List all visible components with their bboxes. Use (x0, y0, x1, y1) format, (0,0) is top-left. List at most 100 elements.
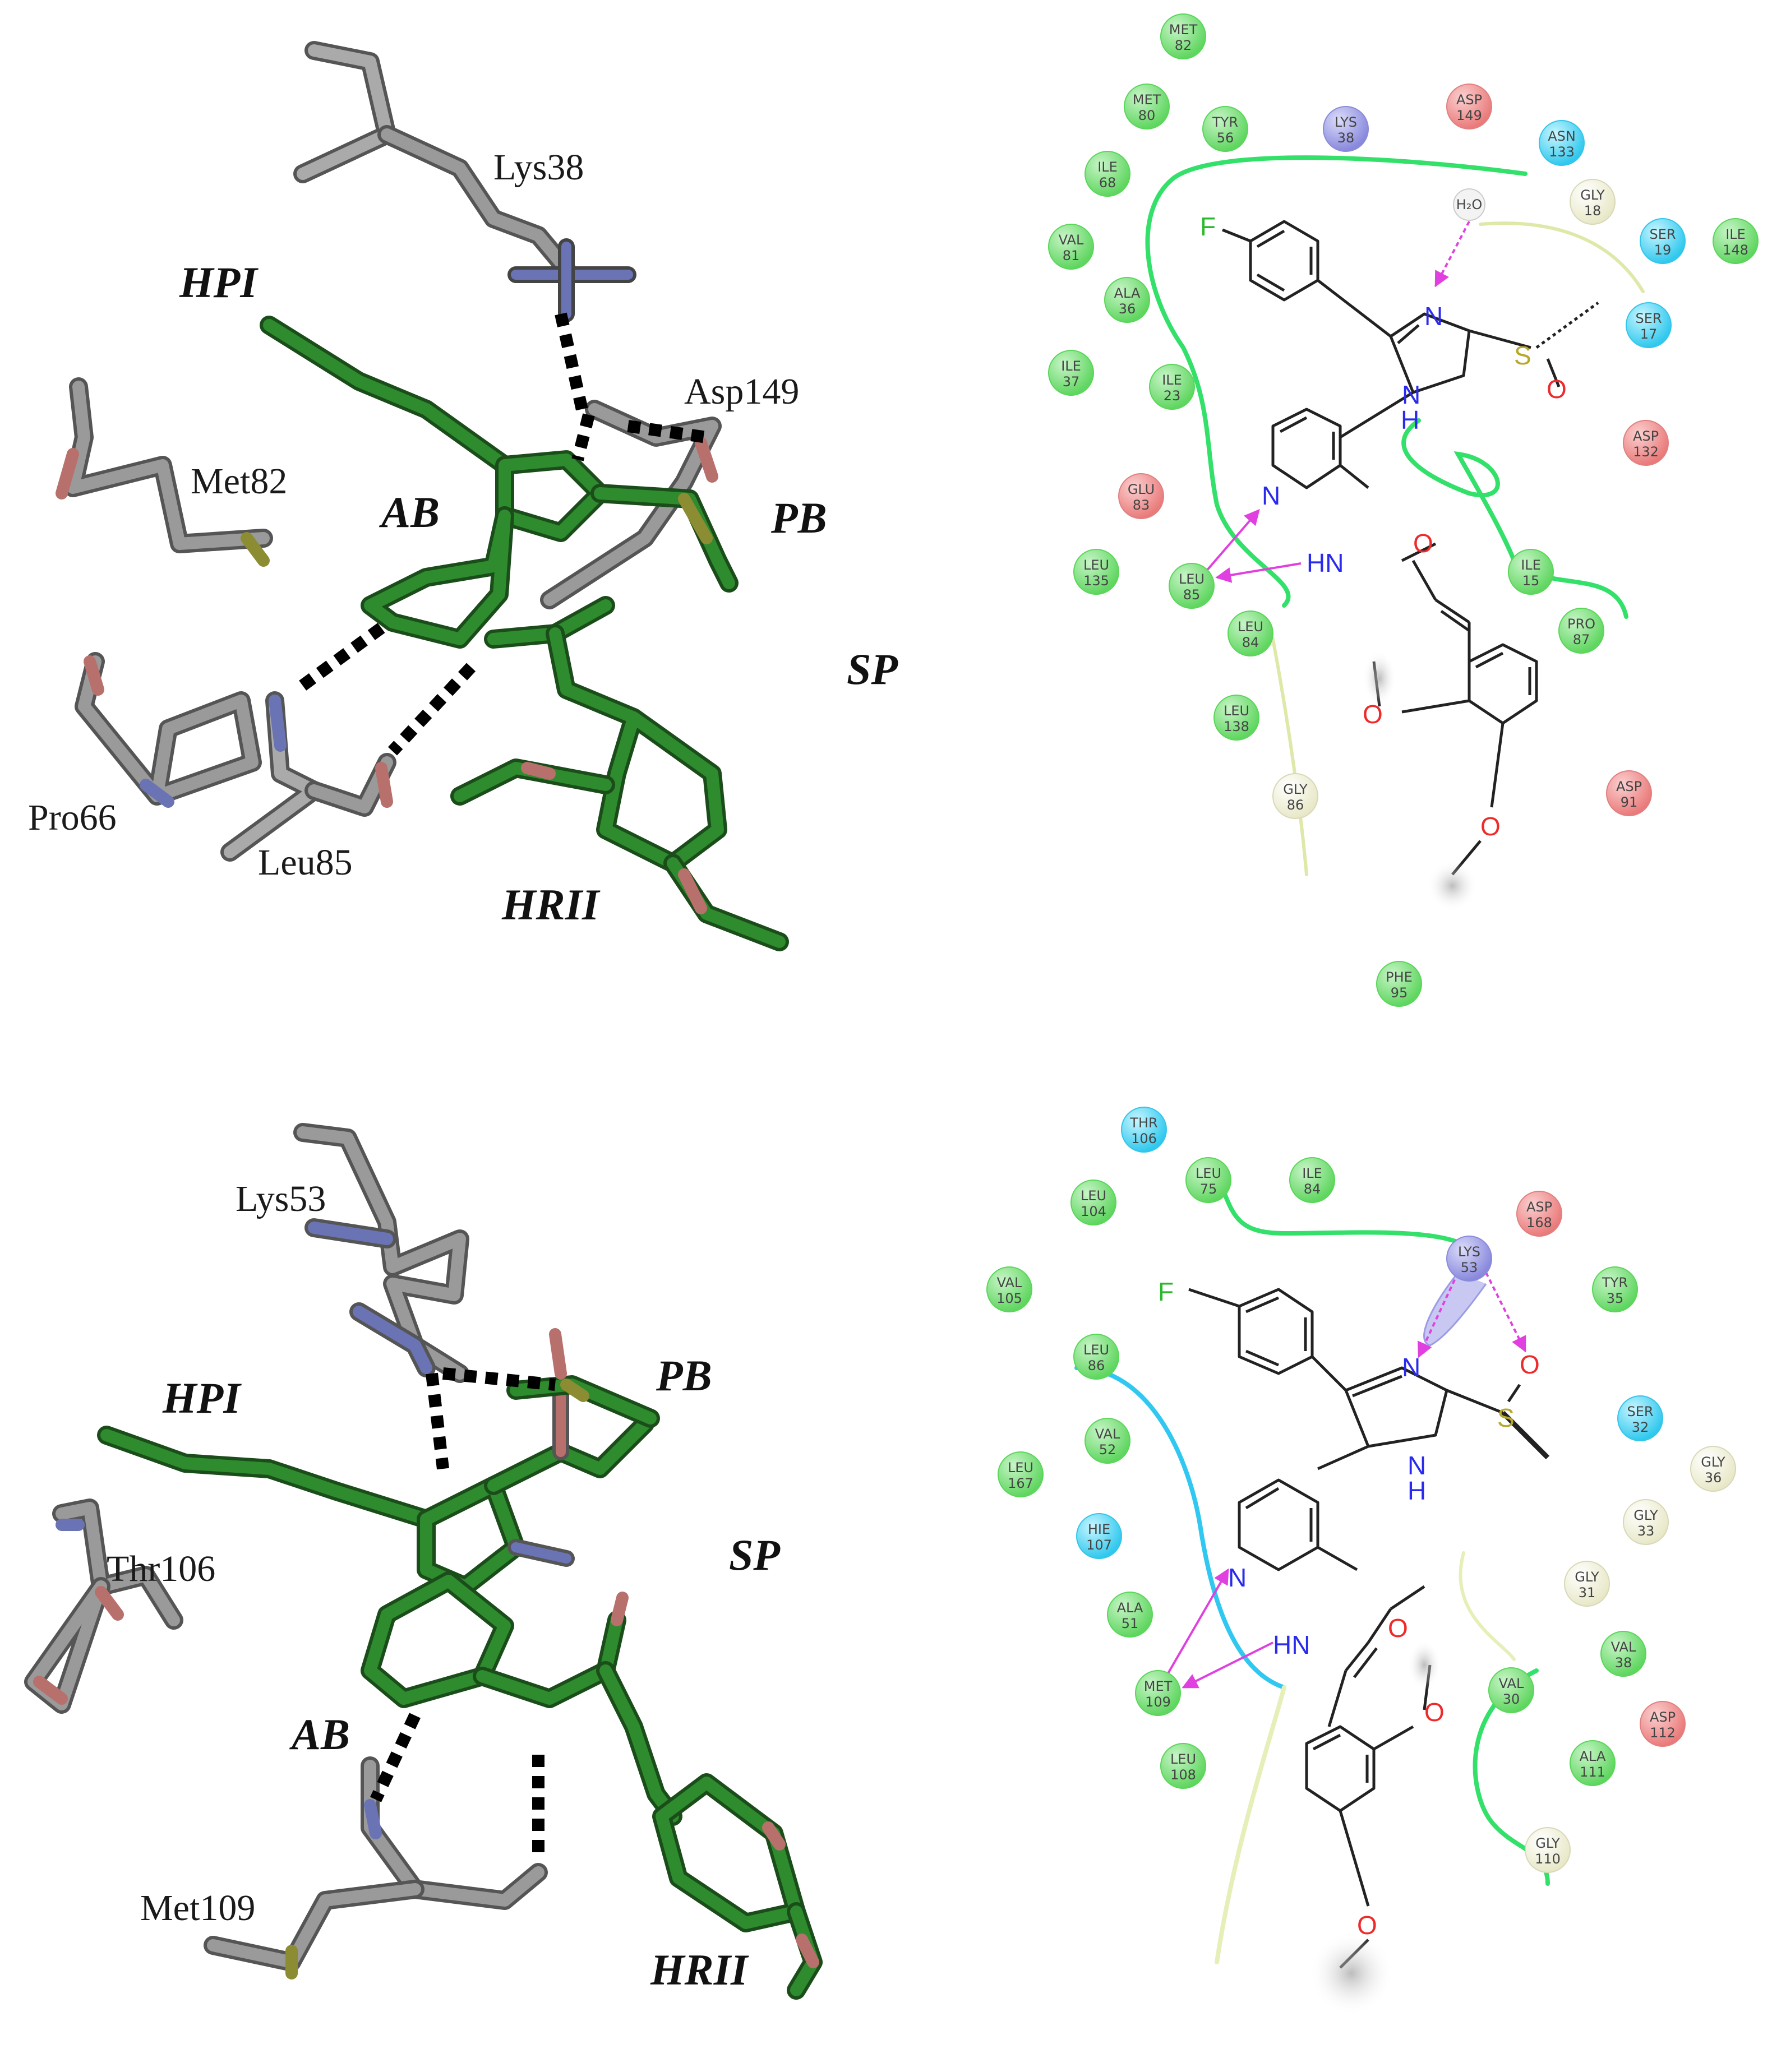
residue-number: 15 (1522, 573, 1540, 589)
residue-number: 52 (1099, 1442, 1116, 1458)
residue-bubble (1160, 13, 1206, 59)
residue-bubble (1564, 1561, 1610, 1607)
region-label-hpi: HPI (179, 258, 259, 307)
residue-bubble (998, 1451, 1044, 1497)
residue-number: 86 (1287, 797, 1304, 813)
residue-name: ILE (1097, 159, 1118, 175)
residue-bubble (1085, 151, 1130, 197)
leu85-sticks (220, 691, 396, 862)
residue-number: 53 (1461, 1260, 1478, 1275)
residue-number: 167 (1008, 1476, 1033, 1491)
residue-bubble (1626, 302, 1672, 348)
residue-number: 37 (1063, 374, 1080, 390)
residue-bubble (1508, 549, 1554, 595)
residue-name: ILE (1061, 358, 1081, 374)
atom-label-fluorine: F (1200, 212, 1216, 241)
residue-bubble (986, 1266, 1032, 1312)
met109-sticks (204, 1756, 548, 1979)
ligand-sticks-bottom (97, 1328, 823, 2000)
residue-number: 38 (1615, 1655, 1632, 1671)
residue-name: ILE (1162, 372, 1182, 388)
pocket-outline-top (1145, 155, 1645, 876)
residue-number: 148 (1723, 242, 1748, 258)
region-label-hpi: HPI (162, 1373, 242, 1422)
residue-name: GLY (1535, 1835, 1560, 1851)
residue-name: LEU (1081, 1188, 1106, 1204)
residue-bubble (1289, 1157, 1335, 1203)
residue-number: 108 (1170, 1767, 1196, 1783)
residue-number: 132 (1633, 444, 1659, 460)
residue-bubble (1600, 1631, 1646, 1677)
residue-number: 112 (1650, 1725, 1676, 1741)
residue-bubble (1076, 1513, 1122, 1559)
residue-name: LEU (1170, 1751, 1196, 1767)
residue-bubble (1124, 84, 1170, 130)
residue-name: GLY (1701, 1454, 1725, 1470)
residue-name: ALA (1117, 1600, 1143, 1616)
residue-name: ASP (1456, 92, 1482, 108)
met82-sticks (56, 377, 273, 567)
atom-label-fluorine: F (1158, 1277, 1174, 1306)
residue-bubble (1606, 770, 1652, 816)
residue-name: ASP (1650, 1709, 1676, 1725)
residue-number: 138 (1224, 719, 1249, 734)
residue-name: VAL (1095, 1426, 1120, 1442)
residue-number: 105 (996, 1291, 1022, 1306)
residue-name: LEU (1008, 1460, 1033, 1476)
residue-name: LYS (1458, 1244, 1480, 1260)
solvent-exposure-shadow (1309, 1931, 1393, 2015)
residue-label-met109: Met109 (140, 1888, 255, 1928)
residue-number: 36 (1705, 1470, 1722, 1486)
residue-number: 84 (1242, 635, 1259, 650)
residue-name: LYS (1335, 114, 1357, 130)
residue-label-leu85: Leu85 (258, 842, 353, 883)
atom-label-sulfoxide-oxygen: O (1520, 1350, 1540, 1379)
thr106-sticks (24, 1498, 183, 1714)
residue-number: 95 (1391, 985, 1408, 1001)
residue-number: 104 (1081, 1204, 1106, 1219)
atom-label-pyridine-nitrogen: N (1262, 481, 1280, 510)
atom-label-pyridine-nitrogen: N (1228, 1563, 1247, 1592)
region-label-ab: AB (379, 488, 440, 536)
ligand-sticks (260, 316, 789, 951)
residue-name: ILE (1521, 557, 1541, 573)
residue-number: 32 (1632, 1419, 1649, 1435)
residue-number: 18 (1584, 203, 1602, 219)
residue-bubble (1213, 695, 1259, 741)
residue-name: TYR (1212, 114, 1238, 130)
residue-number: 82 (1175, 38, 1192, 53)
residue-name: ASP (1526, 1199, 1552, 1215)
lys38-sticks (293, 41, 636, 322)
region-label-ab: AB (289, 1710, 350, 1759)
residue-bubble (1073, 549, 1119, 595)
residue-label-pro66: Pro66 (28, 797, 117, 838)
residue-bubble (1104, 277, 1150, 323)
atom-label-carbonyl-oxygen: O (1413, 529, 1433, 558)
residue-bubble (1323, 106, 1369, 152)
region-label-pb: PB (770, 493, 827, 542)
residue-name: GLY (1580, 187, 1605, 203)
residue-label-thr106: Thr106 (107, 1548, 215, 1589)
residue-bubble (1640, 1701, 1686, 1747)
hbond-arrows-bottom (1165, 1272, 1526, 1689)
region-label-pb: PB (656, 1351, 712, 1400)
